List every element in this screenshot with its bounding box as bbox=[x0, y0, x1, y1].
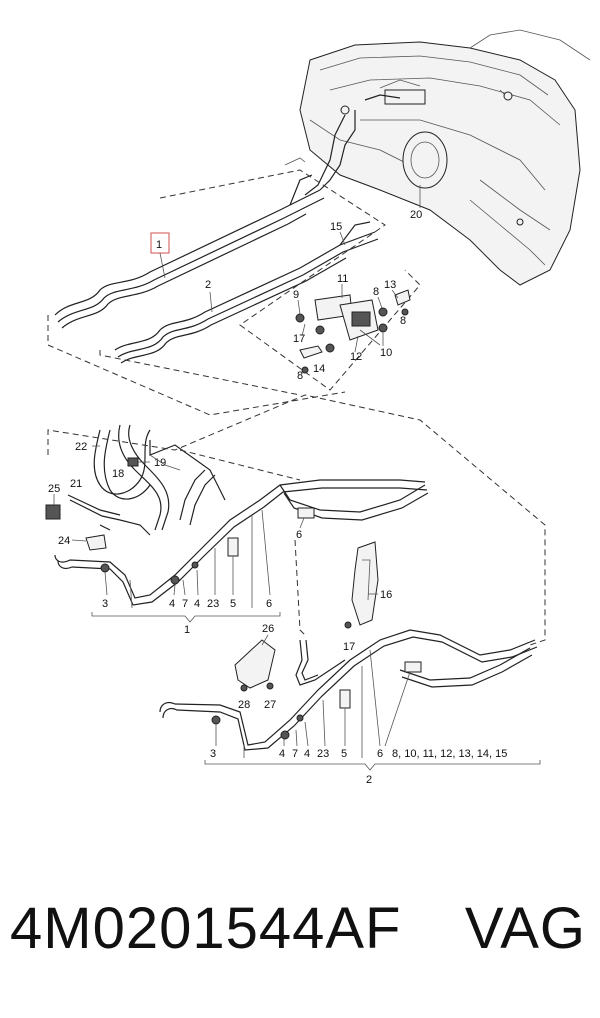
pipe-assembly-2-bottom bbox=[159, 629, 538, 751]
label-21: 21 bbox=[70, 478, 82, 490]
label-r1-23: 23 bbox=[207, 598, 219, 610]
bracket-16 bbox=[344, 541, 379, 629]
label-11: 11 bbox=[337, 273, 348, 285]
label-26: 26 bbox=[262, 623, 274, 635]
label-r2-23: 23 bbox=[317, 748, 329, 760]
label-r1-5: 5 bbox=[230, 598, 236, 610]
pipe-assembly-1-bottom bbox=[54, 440, 429, 606]
brand-name: VAG bbox=[464, 896, 586, 961]
fuel-tank bbox=[299, 29, 591, 286]
hose-group bbox=[45, 424, 170, 551]
label-8b: 8 bbox=[400, 315, 406, 327]
label-r1-4b: 4 bbox=[194, 598, 200, 610]
label-r2-4b: 4 bbox=[304, 748, 310, 760]
guide-upper-a bbox=[159, 169, 421, 391]
label-22: 22 bbox=[75, 441, 87, 453]
label-25: 25 bbox=[48, 483, 60, 495]
pipe-assembly-2-top bbox=[114, 221, 379, 364]
label-13: 13 bbox=[384, 279, 396, 291]
label-r2-4a: 4 bbox=[279, 748, 285, 760]
label-14: 14 bbox=[313, 363, 325, 375]
bracket-group bbox=[295, 289, 411, 374]
heat-shield-26 bbox=[234, 639, 276, 692]
label-r2-6: 6 bbox=[377, 748, 383, 760]
label-r2-5: 5 bbox=[341, 748, 347, 760]
fuel-line-diagram: 20 1 2 15 11 9 13 bbox=[45, 29, 591, 786]
label-6a: 6 bbox=[296, 529, 302, 541]
part-number: 4M0201544AF bbox=[10, 896, 402, 961]
label-r1-4a: 4 bbox=[169, 598, 175, 610]
guide-mid-c bbox=[294, 539, 306, 636]
label-17b: 17 bbox=[343, 641, 355, 653]
label-2-top: 2 bbox=[205, 279, 211, 291]
footer: 4M0201544AF VAG bbox=[0, 895, 600, 985]
label-27: 27 bbox=[264, 699, 276, 711]
leaders-row-2 bbox=[204, 649, 541, 771]
guide-upper-c bbox=[99, 350, 301, 396]
group-label-1: 1 bbox=[184, 624, 190, 636]
label-17a: 17 bbox=[293, 333, 305, 345]
guide-upper-b bbox=[47, 315, 346, 416]
label-r2-7: 7 bbox=[292, 748, 298, 760]
label-8a: 8 bbox=[373, 286, 379, 298]
label-8c: 8 bbox=[297, 370, 303, 382]
label-20: 20 bbox=[410, 209, 422, 221]
label-r2-list: 8, 10, 11, 12, 13, 14, 15 bbox=[392, 748, 507, 760]
group-label-2: 2 bbox=[366, 774, 372, 786]
label-15: 15 bbox=[330, 221, 342, 233]
label-16: 16 bbox=[380, 589, 392, 601]
leaders-row-1 bbox=[91, 509, 281, 623]
guide-mid-a bbox=[47, 394, 546, 646]
pipe-assembly-1-top bbox=[54, 157, 325, 329]
label-r1-6: 6 bbox=[266, 598, 272, 610]
label-r1-7: 7 bbox=[182, 598, 188, 610]
label-r2-3: 3 bbox=[210, 748, 216, 760]
label-24: 24 bbox=[58, 535, 70, 547]
label-12: 12 bbox=[350, 351, 362, 363]
label-10: 10 bbox=[380, 347, 392, 359]
label-9: 9 bbox=[293, 289, 299, 301]
label-28: 28 bbox=[238, 699, 250, 711]
label-r1-3: 3 bbox=[102, 598, 108, 610]
label-1-top: 1 bbox=[156, 239, 162, 251]
label-18: 18 bbox=[112, 468, 124, 480]
guide-mid-b bbox=[179, 449, 301, 481]
